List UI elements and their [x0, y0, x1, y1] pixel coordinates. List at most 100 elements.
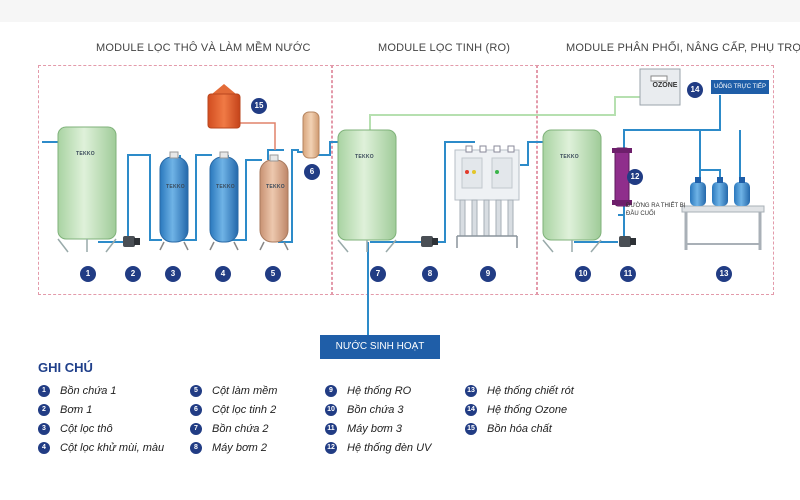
legend-number-badge: 9 [325, 385, 337, 397]
module-title-distribution: MODULE PHÂN PHỐI, NÂNG CẤP, PHỤ TRỢ [566, 42, 800, 54]
pipe-to-direct [623, 95, 721, 242]
module-title-coarse: MODULE LỌC THÔ VÀ LÀM MỀM NƯỚC [96, 42, 311, 54]
module-box-distribution [536, 65, 774, 295]
legend-item: 5 Cột làm mềm [190, 385, 277, 397]
exit-label: ĐƯỜNG RA THIẾT BỊ ĐẦU CUỐI [626, 203, 686, 217]
legend-item-label: Cột lọc khử mùi, màu [60, 442, 165, 454]
chemical-dosing-line [236, 122, 276, 150]
ozone-label: OZONE [652, 82, 678, 89]
brand-label-tank-1: TEKKO [76, 151, 95, 157]
legend-item: 15 Bồn hóa chất [465, 423, 552, 435]
module-box-coarse [38, 65, 333, 295]
pipe-top-5 [267, 149, 284, 160]
legend-item: 6 Cột lọc tinh 2 [190, 404, 276, 416]
legend-item-label: Bơm 1 [60, 404, 93, 416]
pump-2 [123, 236, 140, 247]
diagram-badge-8: 8 [422, 266, 438, 282]
legend-item-label: Cột lọc tinh 2 [212, 404, 277, 416]
legend-number-badge: 5 [190, 385, 202, 397]
legend-item-label: Máy bơm 2 [212, 442, 267, 454]
filter-6 [302, 111, 320, 159]
legend-number-badge: 13 [465, 385, 477, 397]
diagram-badge-5: 5 [265, 266, 281, 282]
ozone-line [369, 96, 640, 130]
filter-5 [259, 154, 289, 251]
tank-10 [542, 129, 602, 253]
brand-label-filter-5: TEKKO [266, 184, 285, 190]
legend-item-label: Máy bơm 3 [347, 423, 402, 435]
legend-item-label: Hệ thống đèn UV [347, 442, 432, 454]
direct-use-label: UỐNG TRỰC TIẾP [711, 80, 769, 94]
diagram-badge-3: 3 [165, 266, 181, 282]
legend-number-badge: 3 [38, 423, 50, 435]
legend-item: 2 Bơm 1 [38, 404, 92, 416]
filter-4 [209, 151, 239, 251]
brand-label-tank-7: TEKKO [355, 154, 374, 160]
filling-system-13 [681, 169, 765, 250]
diagram-badge-7: 7 [370, 266, 386, 282]
legend-item: 8 Máy bơm 2 [190, 442, 267, 454]
legend-item-label: Hệ thống RO [347, 385, 412, 397]
pipe-filter5-filter6 [278, 149, 310, 243]
filter-3 [159, 151, 189, 251]
diagram-badge-9: 9 [480, 266, 496, 282]
legend-item: 4 Cột lọc khử mùi, màu [38, 442, 164, 454]
diagram-badge-10: 10 [575, 266, 591, 282]
legend-number-badge: 4 [38, 442, 50, 454]
brand-label-tank-10: TEKKO [560, 154, 579, 160]
legend-item: 13 Hệ thống chiết rót [465, 385, 574, 397]
legend-title: GHI CHÚ [38, 360, 93, 375]
legend-number-badge: 11 [325, 423, 337, 435]
legend-number-badge: 12 [325, 442, 337, 454]
chemical-pipe [236, 122, 276, 150]
diagram-badge-11: 11 [620, 266, 636, 282]
diagram-badge-4: 4 [215, 266, 231, 282]
legend-item-label: Cột làm mềm [212, 385, 278, 397]
legend-item-label: Hệ thống chiết rót [487, 385, 574, 397]
diagram-badge-2: 2 [125, 266, 141, 282]
diagram-badge-15: 15 [251, 98, 267, 114]
brand-label-filter-4: TEKKO [216, 184, 235, 190]
domestic-water-label: NƯỚC SINH HOẠT [320, 335, 440, 359]
legend-item-label: Bồn chứa 1 [60, 385, 117, 397]
diagram-badge-12: 12 [627, 169, 643, 185]
legend-item-label: Bồn hóa chất [487, 423, 552, 435]
legend-number-badge: 15 [465, 423, 477, 435]
legend-number-badge: 1 [38, 385, 50, 397]
diagram-badge-14: 14 [687, 82, 703, 98]
legend-item: 1 Bồn chứa 1 [38, 385, 117, 397]
legend-number-badge: 2 [38, 404, 50, 416]
pipe-ro-tank10 [520, 141, 545, 166]
legend-item-label: Hệ thống Ozone [487, 404, 568, 416]
diagram-badge-6: 6 [304, 164, 320, 180]
legend-item: 3 Cột lọc thô [38, 423, 113, 435]
legend-number-badge: 6 [190, 404, 202, 416]
top-strip [0, 0, 800, 22]
legend-item: 14 Hệ thống Ozone [465, 404, 567, 416]
tank-1 [57, 126, 117, 253]
brand-label-filter-3: TEKKO [166, 184, 185, 190]
pump-8 [421, 236, 438, 247]
ozone-pipes [369, 96, 640, 130]
ro-system-9 [454, 145, 520, 248]
tank-7 [337, 129, 397, 253]
legend-item-label: Bồn chứa 3 [347, 404, 404, 416]
pipe-filter6-tank7 [312, 141, 338, 156]
legend-item-label: Bồn chứa 2 [212, 423, 269, 435]
legend-item: 9 Hệ thống RO [325, 385, 411, 397]
legend-number-badge: 14 [465, 404, 477, 416]
legend-item: 7 Bồn chứa 2 [190, 423, 269, 435]
legend-number-badge: 7 [190, 423, 202, 435]
legend-item: 11 Máy bơm 3 [325, 423, 402, 435]
pump-11 [619, 236, 636, 247]
legend-number-badge: 8 [190, 442, 202, 454]
pipe-pump1-filter3 [127, 154, 162, 242]
chemical-tank-15 [207, 84, 241, 129]
diagram-badge-1: 1 [80, 266, 96, 282]
legend-item-label: Cột lọc thô [60, 423, 113, 435]
ozone-system-14 [639, 68, 681, 106]
module-box-ro [331, 65, 538, 295]
